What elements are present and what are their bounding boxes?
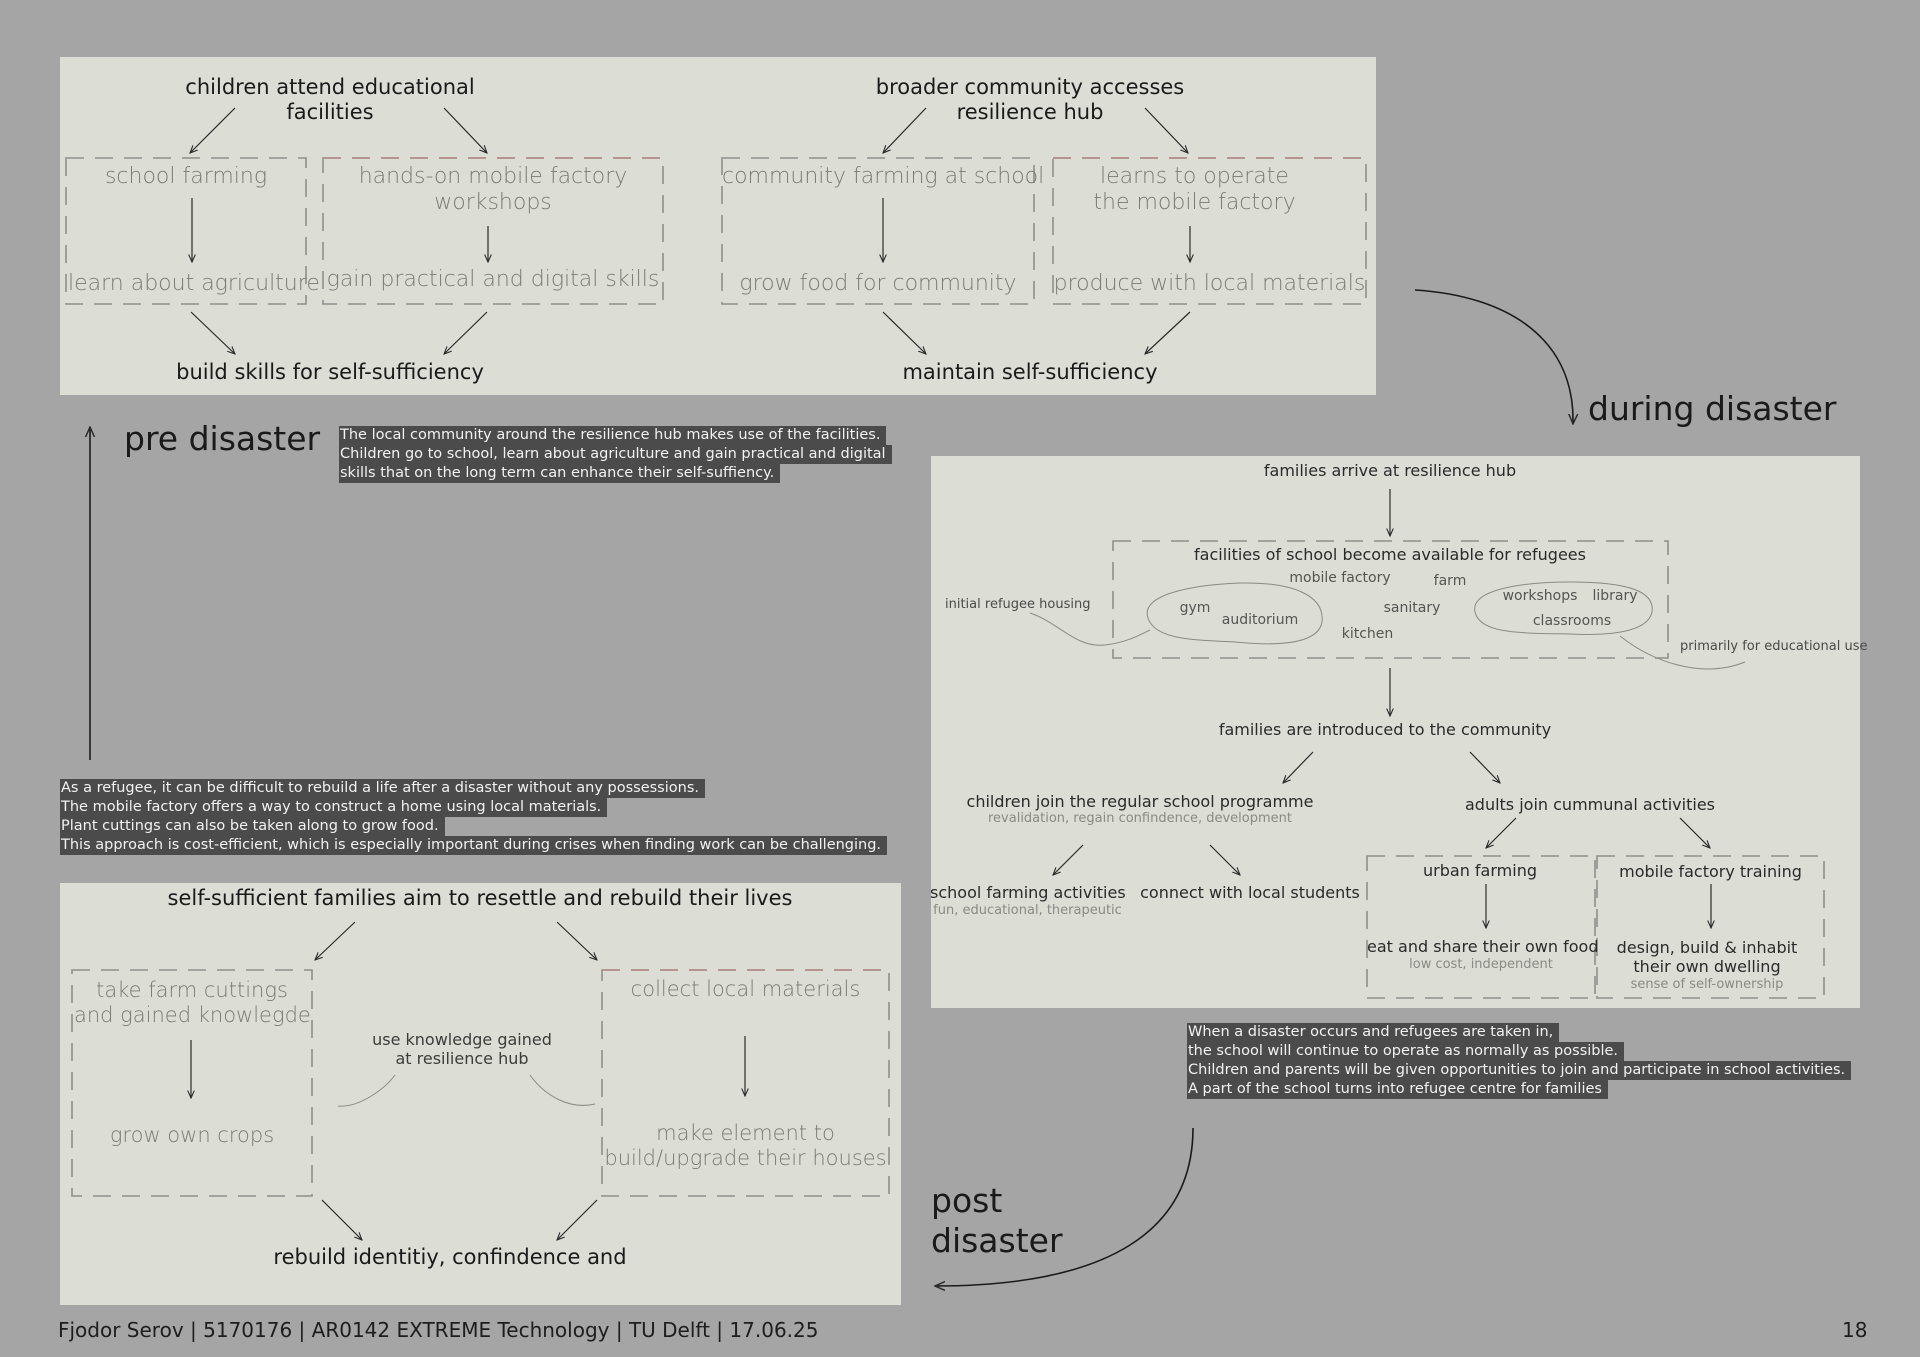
community-farming-label: community farming at school: [722, 164, 1045, 189]
grow-crops-label: grow own crops: [109, 1123, 275, 1147]
facility-gym: gym: [1179, 600, 1211, 616]
dashed-box-community-farming: [721, 157, 1035, 305]
children-join-programme: children join the regular school program…: [966, 792, 1314, 811]
pre-disaster-note: The local community around the resilienc…: [339, 426, 892, 483]
post-phase-arrow: [935, 1127, 1194, 1286]
post-disaster-label: post disaster: [931, 1181, 1063, 1260]
post-disaster-panel: [60, 883, 901, 1305]
during-phase-arrow: [1414, 289, 1573, 424]
eat-share-label: eat and share their own food: [1367, 937, 1599, 956]
dashed-box-mobile-factory-workshops: [322, 157, 664, 305]
during-disaster-panel: [931, 456, 1860, 1008]
housing-leader-curve: [1029, 612, 1151, 646]
footer-credit: Fjodor Serov | 5170176 | AR0142 EXTREME …: [58, 1318, 819, 1342]
facility-kitchen: kitchen: [1341, 626, 1394, 642]
children-attend-heading: children attend educational facilities: [185, 75, 475, 125]
facility-auditorium: auditorium: [1221, 612, 1299, 628]
facilities-heading: facilities of school become available fo…: [1194, 545, 1586, 564]
practical-skills-label: gain practical and digital skills: [326, 267, 660, 292]
dashed-box-farm-cuttings: [71, 969, 313, 1197]
pre-disaster-label: pre disaster: [124, 419, 321, 458]
design-build-sub: sense of self-ownership: [1630, 977, 1784, 992]
post-left-curve: [337, 1074, 396, 1107]
connect-students: connect with local students: [1140, 883, 1360, 902]
facility-classrooms: classrooms: [1532, 613, 1612, 629]
school-farming-sub: fun, educational, therapeutic: [933, 903, 1122, 918]
make-element-label: make element to build/upgrade their hous…: [604, 1121, 887, 1171]
facility-farm: farm: [1433, 573, 1467, 589]
facility-library: library: [1592, 588, 1638, 604]
post-right-curve: [529, 1074, 596, 1106]
broader-community-heading: broader community accesses resilience hu…: [875, 75, 1185, 125]
mobile-factory-workshops-label: hands-on mobile factory workshops: [358, 164, 628, 216]
education-leader-curve: [1619, 635, 1746, 670]
learn-agriculture-label: learn about agriculture: [68, 271, 320, 296]
dashed-box-urban-farming: [1366, 855, 1596, 999]
design-build-label: design, build & inhabit their own dwelli…: [1616, 938, 1798, 977]
eat-share-sub: low cost, independent: [1409, 957, 1553, 972]
collect-materials-label: collect local materials: [630, 977, 861, 1001]
build-skills-result: build skills for self-sufficiency: [176, 360, 484, 384]
facility-workshops: workshops: [1502, 588, 1578, 604]
children-join-sub: revalidation, regain confindence, develo…: [987, 811, 1292, 826]
page-number: 18: [1842, 1318, 1868, 1342]
rebuild-result: rebuild identitiy, confindence and: [273, 1245, 627, 1269]
education-blob: [1474, 581, 1653, 635]
school-farming-activities: school farming activities: [930, 883, 1126, 902]
dashed-box-school-farming: [65, 157, 307, 305]
post-disaster-note: As a refugee, it can be difficult to reb…: [60, 779, 888, 855]
knowledge-gained-label: use knowledge gained at resilience hub: [372, 1030, 552, 1069]
initial-housing-label: initial refugee housing: [945, 597, 1091, 612]
facility-mobile-factory: mobile factory: [1289, 570, 1391, 586]
produce-local-label: produce with local materials: [1053, 271, 1366, 296]
during-disaster-label: during disaster: [1588, 389, 1837, 428]
educational-use-label: primarily for educational use: [1680, 639, 1868, 654]
facility-sanitary: sanitary: [1383, 600, 1441, 616]
school-farming-label: school farming: [104, 164, 268, 189]
adults-join-activities: adults join cummunal activities: [1464, 795, 1715, 814]
dashed-box-mf-training: [1596, 855, 1825, 999]
during-disaster-note: When a disaster occurs and refugees are …: [1187, 1023, 1852, 1099]
families-arrive: families arrive at resilience hub: [1263, 461, 1517, 480]
dashed-box-facilities: [1112, 540, 1669, 659]
grow-food-label: grow food for community: [739, 271, 1017, 296]
maintain-result: maintain self-sufficiency: [902, 360, 1158, 384]
dashed-box-local-materials: [601, 969, 890, 1197]
families-introduced: families are introduced to the community: [1218, 720, 1552, 739]
mf-training-label: mobile factory training: [1619, 862, 1802, 881]
post-heading: self-sufficient families aim to resettle…: [167, 886, 793, 910]
learns-operate-label: learns to operate the mobile factory: [1093, 164, 1296, 216]
pre-disaster-panel: [60, 57, 1376, 395]
urban-farming-label: urban farming: [1423, 861, 1537, 880]
farm-cuttings-label: take farm cuttings and gained knowlegde: [74, 978, 311, 1028]
housing-blob: [1146, 582, 1323, 645]
